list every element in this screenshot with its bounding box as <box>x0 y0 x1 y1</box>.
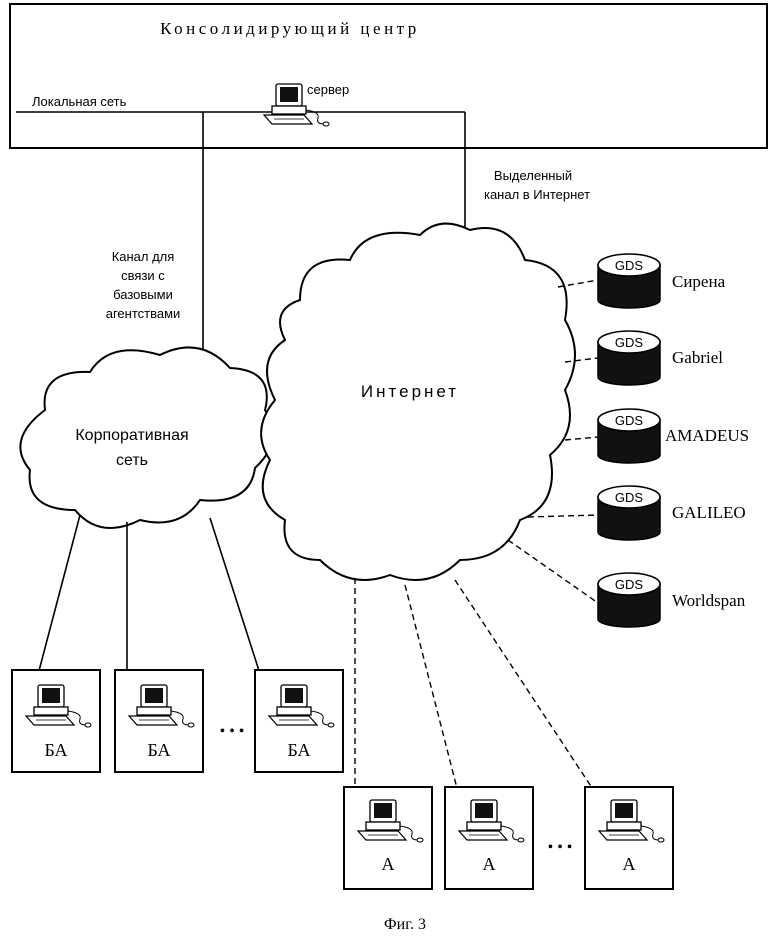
gds-tag: GDS <box>615 335 644 350</box>
gds-name-galileo: GALILEO <box>672 503 746 522</box>
gds-drum-sirena: GDS <box>597 253 661 309</box>
corporate-network-label-1: Корпоративная <box>75 427 188 444</box>
figure-caption: Фиг. 3 <box>384 916 426 933</box>
agency-channel-label-3: базовыми <box>113 287 173 302</box>
gds-drum-worldspan: GDS <box>597 572 661 628</box>
agency-channel-label-2: связи с <box>121 268 165 283</box>
gds-name-amadeus: AMADEUS <box>665 426 749 445</box>
gds-link-amadeus <box>564 436 599 441</box>
server-label: сервер <box>307 82 349 97</box>
base-agency-ellipsis: • • • <box>220 723 245 740</box>
gds-tag: GDS <box>615 413 644 428</box>
base-agency-label-3: БА <box>287 740 310 760</box>
agency-channel-label-1: Канал для <box>112 249 175 264</box>
corporate-network-cloud <box>19 346 274 529</box>
dedicated-channel-label-1: Выделенный <box>494 168 572 183</box>
internet-cloud <box>260 222 576 581</box>
gds-drum-gabriel: GDS <box>597 330 661 386</box>
gds-tag: GDS <box>615 258 644 273</box>
gds-name-gabriel: Gabriel <box>672 348 723 367</box>
gds-drum-amadeus: GDS <box>597 408 661 464</box>
internet-label: Интернет <box>361 382 459 401</box>
lan-label: Локальная сеть <box>32 94 127 109</box>
corporate-network-label-2: сеть <box>116 452 148 469</box>
agency-ellipsis: • • • <box>548 839 573 856</box>
agency-link-3 <box>454 579 601 801</box>
gds-drum-galileo: GDS <box>597 485 661 541</box>
center-title: Консолидирующий центр <box>160 19 420 38</box>
agency-label-1: А <box>382 854 395 874</box>
gds-tag: GDS <box>615 577 644 592</box>
gds-link-sirena <box>557 279 599 288</box>
gds-link-worldspan <box>507 539 599 604</box>
agency-label-2: А <box>483 854 496 874</box>
base-agency-label-1: БА <box>44 740 67 760</box>
gds-tag: GDS <box>615 490 644 505</box>
dedicated-channel-label-2: канал в Интернет <box>484 187 590 202</box>
gds-name-worldspan: Worldspan <box>672 591 746 610</box>
agency-channel-label-4: агентствами <box>106 306 181 321</box>
consolidating-center-box <box>9 3 768 149</box>
base-agency-label-2: БА <box>147 740 170 760</box>
agency-label-3: А <box>623 854 636 874</box>
gds-link-gabriel <box>564 357 599 363</box>
gds-name-sirena: Сирена <box>672 272 726 291</box>
gds-link-galileo <box>527 514 599 518</box>
agency-link-2 <box>404 584 461 801</box>
